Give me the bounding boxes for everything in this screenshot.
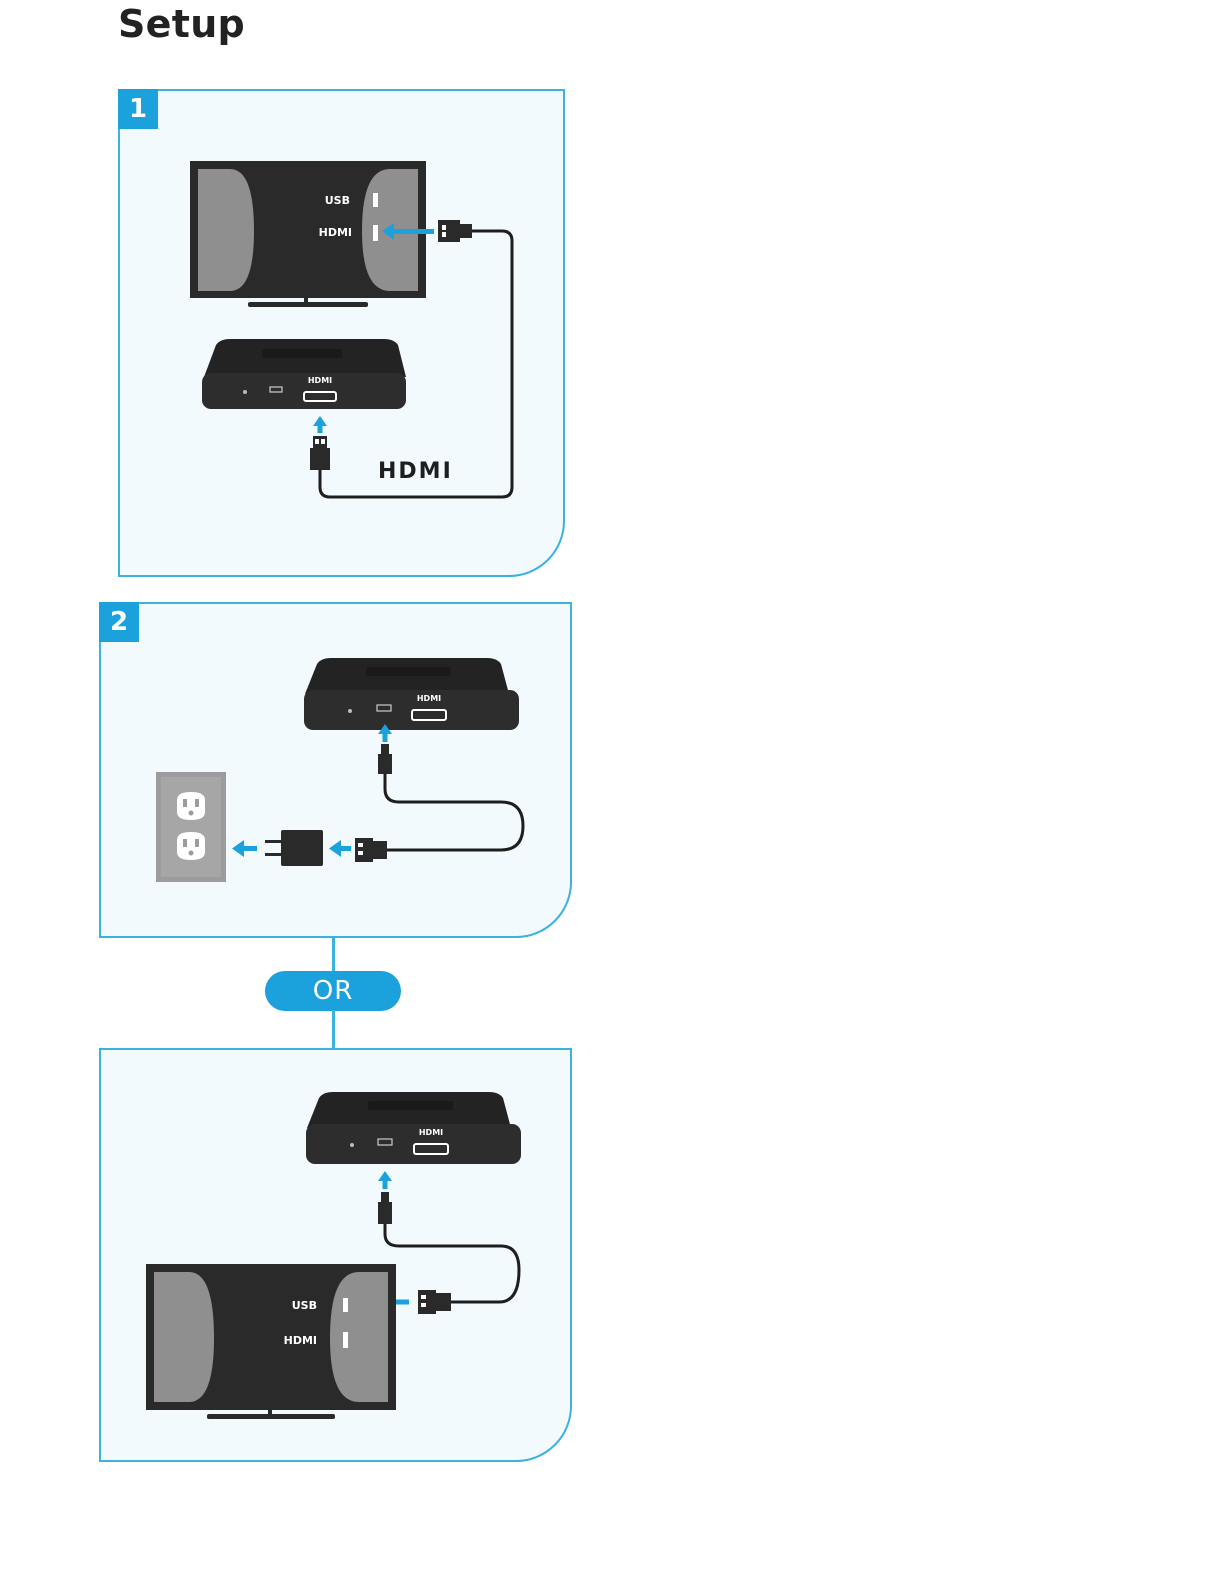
streaming-device-icon: HDMI (202, 339, 406, 409)
tv-usb-port (373, 193, 378, 207)
streaming-device-icon: HDMI (306, 1092, 521, 1164)
alt-step-panel: HDMI (99, 1048, 572, 1462)
device-hdmi-label: HDMI (419, 1128, 443, 1137)
tv-hdmi-label: HDMI (319, 226, 352, 239)
tv-usb-label: USB (292, 1299, 317, 1312)
tv-hdmi-port (343, 1332, 348, 1348)
arrow-up-icon (378, 1171, 392, 1189)
tv-usb-port (343, 1298, 348, 1312)
tv-icon: USB HDMI (146, 1264, 396, 1419)
arrow-left-icon (232, 840, 257, 857)
usb-cable (385, 774, 523, 850)
device-hdmi-label: HDMI (417, 694, 441, 703)
step-1-panel: 1 USB HDMI (118, 89, 565, 577)
step-1-illustration: USB HDMI HDMI (120, 91, 567, 579)
tv-hdmi-port (373, 225, 378, 241)
or-separator: OR (265, 971, 401, 1011)
or-connector-bottom (332, 1010, 335, 1050)
tv-hdmi-label: HDMI (284, 1334, 317, 1347)
usb-plug-icon (418, 1290, 451, 1314)
page-title: Setup (118, 2, 245, 46)
arrow-up-icon (313, 416, 327, 433)
hdmi-plug-icon (438, 220, 472, 242)
device-hdmi-label: HDMI (308, 376, 332, 385)
arrow-left-icon (329, 840, 351, 857)
wall-outlet-icon (156, 772, 226, 882)
usb-plug-icon (355, 838, 387, 862)
micro-usb-plug-icon (378, 744, 392, 774)
alt-step-illustration: HDMI (101, 1050, 574, 1464)
hdmi-plug-icon (310, 436, 330, 470)
tv-usb-label: USB (325, 194, 350, 207)
micro-usb-plug-icon (378, 1192, 392, 1224)
power-adapter-icon (265, 830, 323, 866)
streaming-device-icon: HDMI (304, 658, 519, 730)
usb-cable (385, 1224, 519, 1302)
or-connector-top (332, 937, 335, 973)
step-2-panel: 2 HDMI (99, 602, 572, 938)
hdmi-cable-label: HDMI (378, 459, 453, 484)
step-2-illustration: HDMI (101, 604, 574, 940)
